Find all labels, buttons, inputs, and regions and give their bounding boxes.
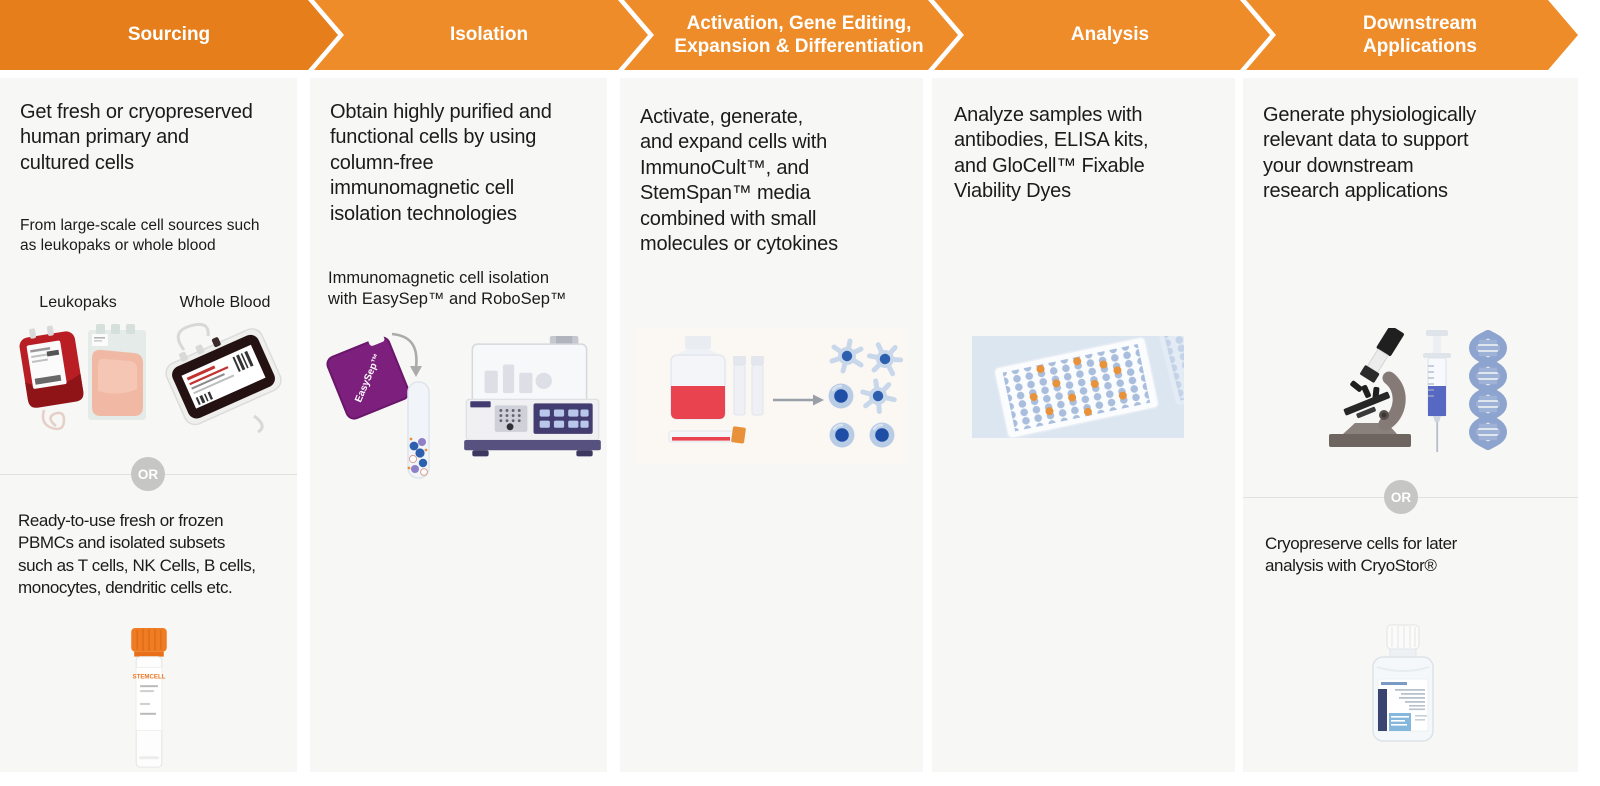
- downstream-alt-text: Cryopreserve cells for later analysis wi…: [1265, 534, 1457, 576]
- leukopaks-label: Leukopaks: [39, 294, 117, 311]
- column-downstream: Generate physiologically relevant data t…: [1243, 78, 1578, 772]
- isolation-main-text: Obtain highly purified and functional ce…: [330, 101, 552, 225]
- column-isolation: Obtain highly purified and functional ce…: [310, 78, 607, 772]
- step-header-analysis: Analysis: [934, 0, 1270, 70]
- well-plate-icon: [972, 336, 1184, 438]
- whole-blood-bag-icon: [165, 322, 282, 434]
- column-analysis: Analyze samples with antibodies, ELISA k…: [932, 78, 1235, 772]
- step-header-downstream: Downstream Applications: [1246, 0, 1578, 70]
- downstream-main-text: Generate physiologically relevant data t…: [1263, 104, 1477, 203]
- step-label: Sourcing: [127, 24, 211, 46]
- robosep-instrument-icon: [464, 336, 601, 457]
- analysis-main-text: Analyze samples with antibodies, ELISA k…: [954, 104, 1149, 203]
- leukopak-pack-icon: [88, 324, 146, 420]
- column-activation: Activate, generate, and expand cells wit…: [620, 78, 923, 772]
- dna-helix-icon: [1468, 330, 1507, 450]
- sourcing-sub-text: From large-scale cell sources such as le…: [20, 217, 260, 255]
- step-label: Analysis: [1070, 24, 1150, 46]
- svg-text:STEMCELL: STEMCELL: [133, 673, 166, 680]
- column-sourcing: Get fresh or cryopreserved human primary…: [0, 78, 297, 772]
- right-arrow-icon: [773, 394, 824, 406]
- step-label: Activation, Gene Editing, Expansion & Di…: [674, 12, 924, 57]
- leukopak-blood-bag-icon: [19, 324, 146, 431]
- curved-arrow-icon: [391, 332, 422, 377]
- or-badge: OR: [1384, 480, 1418, 514]
- media-bottle-icon: [670, 336, 726, 420]
- step-label: Isolation: [449, 24, 529, 46]
- downstream-illustration: [1329, 328, 1507, 452]
- cultureware-tubes-icon: [668, 356, 764, 444]
- sourcing-main-text: Get fresh or cryopreserved human primary…: [20, 101, 253, 174]
- isolation-illustration: EasySep™: [326, 330, 601, 479]
- step-label: Downstream Applications: [1362, 12, 1478, 57]
- whole-blood-label: Whole Blood: [179, 294, 271, 311]
- easysep-magnet-icon: EasySep™: [326, 330, 410, 420]
- cryostor-bottle-icon: [1372, 624, 1434, 742]
- microscope-icon: [1329, 328, 1411, 447]
- or-badge: OR: [131, 457, 165, 491]
- sample-tube-icon: [407, 381, 430, 479]
- isolation-sub-text: Immunomagnetic cell isolation with EasyS…: [328, 269, 567, 308]
- sourcing-alt-text: Ready-to-use fresh or frozen PBMCs and i…: [18, 511, 256, 598]
- step-header-sourcing: Sourcing: [0, 0, 338, 70]
- faded-plate: [1158, 336, 1184, 405]
- cryovial-icon: STEMCELL: [131, 627, 167, 768]
- syringe-icon: [1423, 330, 1451, 452]
- step-header-isolation: Isolation: [314, 0, 648, 70]
- main-plate: [993, 336, 1160, 438]
- step-header-activation: Activation, Gene Editing, Expansion & Di…: [624, 0, 958, 70]
- activation-main-text: Activate, generate, and expand cells wit…: [640, 106, 838, 255]
- activation-illustration: [635, 328, 908, 463]
